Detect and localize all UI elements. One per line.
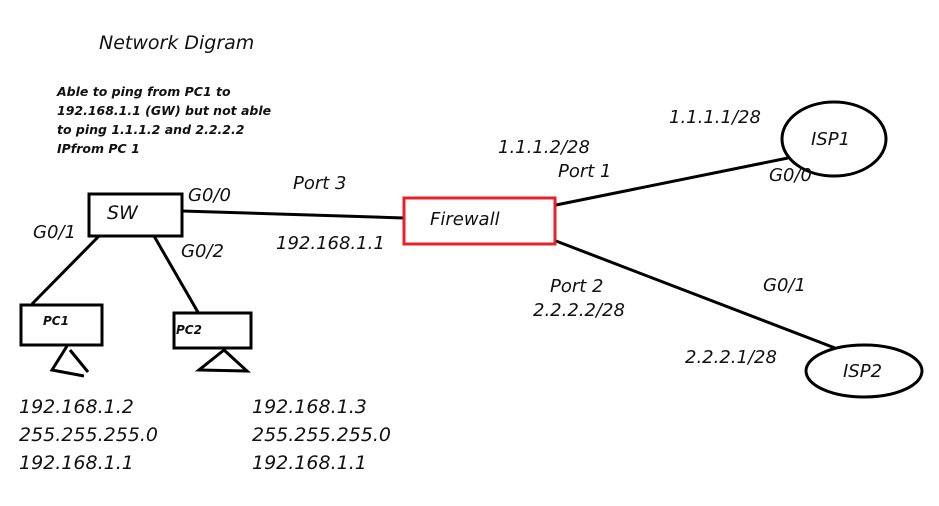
pc2-monitor [172, 311, 253, 350]
pc1-stand [49, 345, 85, 378]
link-firewall-isp1 [555, 156, 789, 207]
isp2-g01-label: G0/1 [763, 275, 806, 296]
pc1-mask: 255.255.255.0 [19, 424, 159, 446]
switch-box [87, 192, 184, 238]
firewall-box [402, 196, 557, 246]
note-line: to ping 1.1.1.2 and 2.2.2.2 [57, 122, 245, 137]
note-line: IPfrom PC 1 [57, 141, 140, 156]
sw-g00-label: G0/0 [188, 185, 231, 206]
link-firewall-isp2 [555, 239, 836, 350]
sw-g02-label: G0/2 [181, 241, 224, 262]
pc2-gateway: 192.168.1.1 [252, 452, 367, 474]
note-line: 192.168.1.1 (GW) but not able [57, 103, 272, 118]
firewall-label: Firewall [430, 209, 500, 230]
pc1-monitor [19, 303, 104, 347]
diagram-title: Network Digram [99, 32, 255, 54]
fw-port1-label: Port 1 [558, 161, 612, 182]
sw-g01-label: G0/1 [33, 222, 76, 243]
pc2-mask: 255.255.255.0 [252, 424, 392, 446]
pc1-stand-leg [68, 349, 90, 373]
note-text: Able to ping from PC1 to 192.168.1.1 (GW… [57, 82, 271, 158]
fw-port2-label: Port 2 [550, 276, 604, 297]
fw-port3-label: Port 3 [293, 173, 347, 194]
pc1-gateway: 192.168.1.1 [19, 452, 134, 474]
fw-port3-ip: 192.168.1.1 [276, 233, 385, 254]
link-sw-pc2 [152, 235, 201, 315]
link-sw-pc1 [30, 234, 101, 306]
pc2-stand [194, 348, 251, 373]
link-sw-firewall [181, 209, 405, 220]
isp1-label: ISP1 [811, 129, 851, 150]
isp2-ellipse [804, 343, 924, 399]
fw-port1-ip: 1.1.1.2/28 [498, 137, 590, 158]
isp2-ip: 2.2.2.1/28 [685, 347, 777, 368]
isp1-ellipse [780, 100, 888, 178]
isp1-g00-label: G0/0 [769, 165, 812, 186]
isp1-ip: 1.1.1.1/28 [669, 107, 761, 128]
pc2-ip: 192.168.1.3 [252, 396, 367, 418]
pc1-ip: 192.168.1.2 [19, 396, 134, 418]
fw-port2-ip: 2.2.2.2/28 [533, 300, 625, 321]
switch-label: SW [107, 202, 138, 224]
pc1-label: PC1 [43, 314, 69, 328]
pc2-label: PC2 [176, 323, 202, 337]
isp2-label: ISP2 [843, 361, 883, 382]
note-line: Able to ping from PC1 to [57, 84, 231, 99]
